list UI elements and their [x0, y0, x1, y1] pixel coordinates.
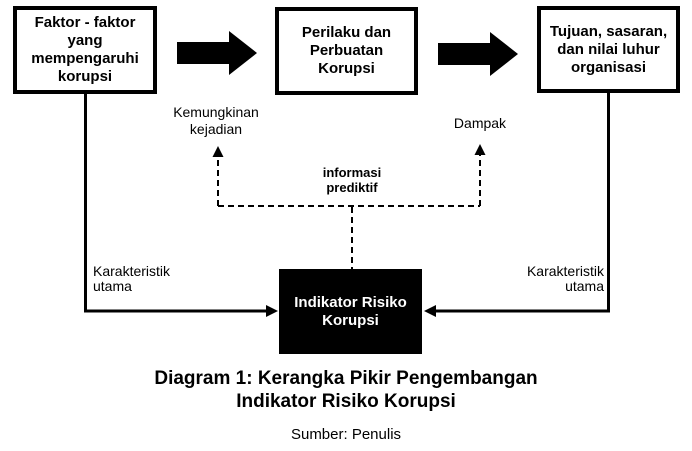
box-behavior-line2: Perbuatan: [309, 42, 384, 59]
box-indicator-line2: Korupsi: [322, 311, 379, 329]
label-predictive-line1: informasi: [322, 165, 382, 180]
label-impact: Dampak: [453, 115, 507, 131]
box-behavior: Perilaku dan Perbuatan Korupsi: [275, 7, 418, 95]
label-predictive-line2: prediktif: [326, 180, 378, 195]
left-elbow-connector: [84, 93, 266, 313]
box-goals-line1: Tujuan, sasaran,: [549, 22, 668, 40]
box-factors-line3: mempengaruhi: [31, 50, 139, 67]
box-goals: Tujuan, sasaran, dan nilai luhur organis…: [537, 6, 680, 93]
solid-arrow-icon: [424, 305, 436, 317]
dashed-arrow-up-icon: [474, 144, 486, 155]
solid-arrow-icon: [266, 305, 278, 317]
box-indicator-label: Indikator Risiko Korupsi: [294, 294, 407, 330]
diagram-caption: Diagram 1: Kerangka Pikir Pengembangan I…: [0, 367, 692, 413]
right-elbow-connector: [436, 92, 610, 313]
diagram-caption-line2: Indikator Risiko Korupsi: [236, 391, 456, 412]
label-char-right-line1: Karakteristik: [526, 263, 604, 279]
box-behavior-line3: Korupsi: [318, 60, 375, 77]
label-characteristic-left: Karakteristik utama: [93, 264, 223, 294]
label-char-right-line2: utama: [565, 278, 604, 294]
box-goals-line3: organisasi: [570, 58, 646, 76]
block-arrow-right-icon: [177, 31, 257, 75]
label-characteristic-right: Karakteristik utama: [474, 264, 604, 294]
dashed-arrow-up-icon: [212, 146, 224, 157]
diagram-caption-line1: Diagram 1: Kerangka Pikir Pengembangan: [154, 368, 538, 389]
box-factors-line1: Faktor - faktor: [34, 14, 136, 31]
box-indicator-line1: Indikator Risiko: [294, 293, 407, 311]
box-factors: Faktor - faktor yang mempengaruhi korups…: [13, 6, 157, 94]
label-char-left-line2: utama: [93, 278, 132, 294]
box-goals-line2: dan nilai luhur: [557, 40, 660, 58]
box-factors-line4: korupsi: [57, 68, 113, 85]
box-indicator-risiko-korupsi: Indikator Risiko Korupsi: [279, 269, 422, 354]
box-behavior-line1: Perilaku dan: [301, 24, 392, 41]
block-arrow-right-icon: [438, 32, 518, 76]
source-note: Sumber: Penulis: [290, 426, 402, 443]
box-factors-line2: yang: [67, 32, 103, 49]
label-likelihood-line2: kejadian: [189, 121, 243, 137]
box-behavior-label: Perilaku dan Perbuatan Korupsi: [302, 24, 391, 78]
label-char-left-line1: Karakteristik: [93, 263, 171, 279]
label-likelihood-line1: Kemungkinan: [173, 104, 259, 120]
box-goals-label: Tujuan, sasaran, dan nilai luhur organis…: [550, 23, 667, 77]
label-predictive-info: informasi prediktif: [302, 165, 402, 195]
box-factors-label: Faktor - faktor yang mempengaruhi korups…: [31, 14, 139, 86]
label-likelihood: Kemungkinan kejadian: [146, 104, 286, 138]
